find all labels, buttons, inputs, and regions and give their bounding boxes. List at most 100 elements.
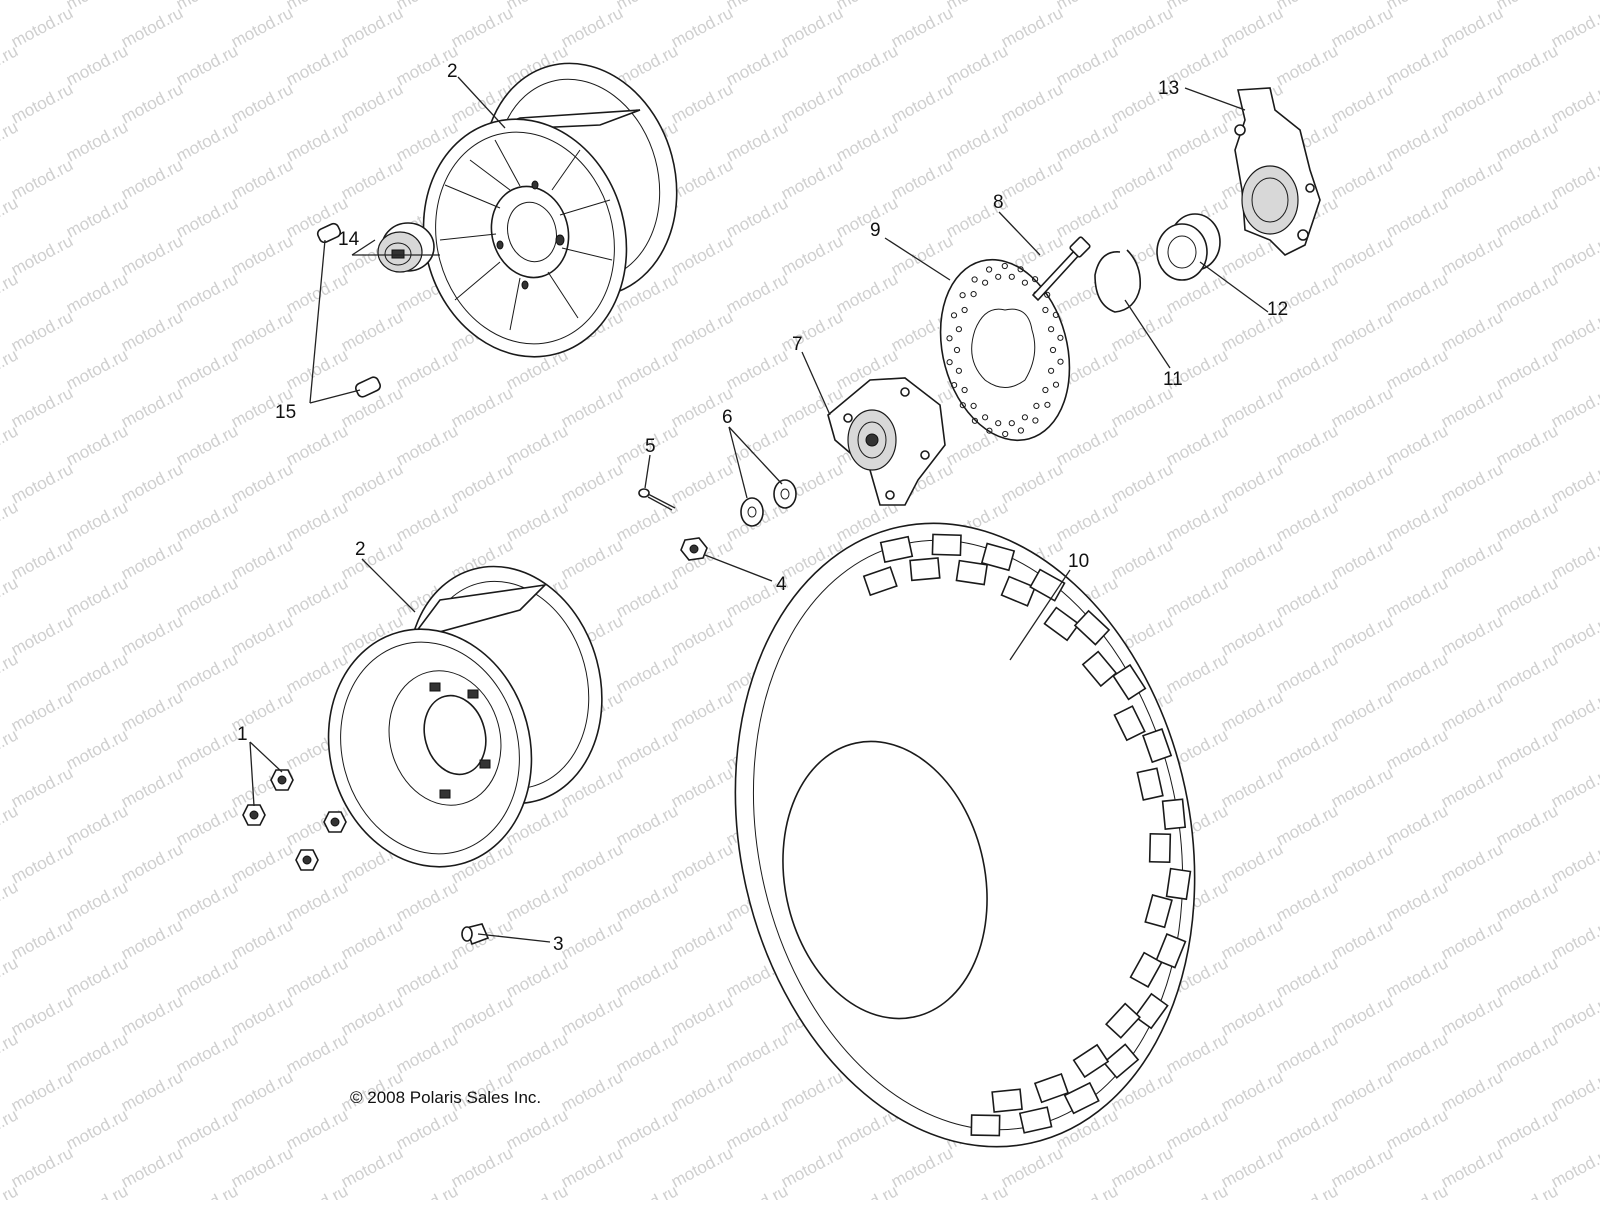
watermark-text: motod.ru <box>1328 459 1396 507</box>
watermark-text: motod.ru <box>283 41 351 89</box>
disc-hole <box>970 402 977 409</box>
watermark-text: motod.ru <box>8 991 76 1039</box>
watermark-text: motod.ru <box>558 991 626 1039</box>
watermark-text: motod.ru <box>8 307 76 355</box>
watermark-text: motod.ru <box>63 649 131 697</box>
disc-hole <box>946 335 953 342</box>
disc-hole <box>955 326 963 333</box>
watermark-text: motod.ru <box>173 269 241 317</box>
watermark-text: motod.ru <box>393 1181 461 1200</box>
watermark-text: motod.ru <box>448 991 516 1039</box>
watermark-text: motod.ru <box>778 307 846 355</box>
watermark-text: motod.ru <box>1163 497 1231 545</box>
watermark-text: motod.ru <box>118 687 186 735</box>
watermark-text: motod.ru <box>393 421 461 469</box>
watermark-text: motod.ru <box>393 1029 461 1077</box>
disc-hole <box>1049 346 1057 354</box>
watermark-text: motod.ru <box>1438 3 1506 51</box>
watermark-text: motod.ru <box>723 1181 791 1200</box>
watermark-text: motod.ru <box>1328 535 1396 583</box>
callout-3: 3 <box>553 934 564 955</box>
copyright-notice: © 2008 Polaris Sales Inc. <box>350 1088 542 1107</box>
watermark-text: motod.ru <box>118 3 186 51</box>
watermark-text: motod.ru <box>283 497 351 545</box>
watermark-text: motod.ru <box>943 117 1011 165</box>
watermark-text: motod.ru <box>1273 421 1341 469</box>
tread-block <box>1081 650 1118 688</box>
watermark-text: motod.ru <box>1493 801 1561 849</box>
watermark-text: motod.ru <box>613 953 681 1001</box>
watermark-text: motod.ru <box>118 763 186 811</box>
watermark-text: motod.ru <box>393 1105 461 1153</box>
disc-hole <box>986 266 993 273</box>
watermark-text: motod.ru <box>1438 383 1506 431</box>
watermark-text: motod.ru <box>1493 193 1561 241</box>
watermark-text: motod.ru <box>118 459 186 507</box>
watermark-text: motod.ru <box>1273 1181 1341 1200</box>
watermark-text: motod.ru <box>778 1067 846 1115</box>
callout-1: 1 <box>237 724 248 745</box>
tread-block <box>1043 606 1081 642</box>
watermark-text: motod.ru <box>613 877 681 925</box>
watermark-text: motod.ru <box>1493 421 1561 469</box>
watermark-text: motod.ru <box>1273 345 1341 393</box>
tread-block <box>862 566 898 597</box>
tread-block <box>1165 867 1192 901</box>
watermark-text: motod.ru <box>1548 459 1600 507</box>
watermark-text: motod.ru <box>1053 0 1121 14</box>
watermark-text: motod.ru <box>228 991 296 1039</box>
watermark-text: motod.ru <box>1053 193 1121 241</box>
watermark-text: motod.ru <box>1493 1181 1561 1200</box>
watermark-text: motod.ru <box>338 307 406 355</box>
disc-hole <box>982 279 989 286</box>
disc-hole <box>986 427 993 434</box>
watermark-text: motod.ru <box>613 649 681 697</box>
washers <box>740 479 797 527</box>
watermark-text: motod.ru <box>833 193 901 241</box>
watermark-text: motod.ru <box>63 117 131 165</box>
callout-12: 12 <box>1267 299 1288 320</box>
watermark-text: motod.ru <box>778 3 846 51</box>
watermark-text: motod.ru <box>503 497 571 545</box>
disc-hole <box>1021 414 1029 421</box>
watermark-text: motod.ru <box>173 1105 241 1153</box>
watermark-text: motod.ru <box>1328 915 1396 963</box>
watermark-text: motod.ru <box>888 79 956 127</box>
tread-block <box>1000 575 1037 607</box>
leader-lines <box>249 76 1269 943</box>
watermark-text: motod.ru <box>1383 193 1451 241</box>
watermark-text: motod.ru <box>503 953 571 1001</box>
watermark-text: motod.ru <box>393 0 461 14</box>
watermark-text: motod.ru <box>613 345 681 393</box>
watermark-text: motod.ru <box>1108 3 1176 51</box>
watermark-text: motod.ru <box>173 117 241 165</box>
bolt <box>1031 236 1091 302</box>
watermark-text: motod.ru <box>1328 763 1396 811</box>
tread-block <box>931 533 962 557</box>
callout-14: 14 <box>338 229 360 250</box>
watermark-text: motod.ru <box>833 1181 901 1200</box>
callout-9: 9 <box>870 220 881 241</box>
tread-block <box>955 559 989 586</box>
tread-block <box>1102 1043 1140 1079</box>
watermark-text: motod.ru <box>63 0 131 14</box>
watermark-text: motod.ru <box>8 1067 76 1115</box>
watermark-text: motod.ru <box>1163 1105 1231 1153</box>
watermark-text: motod.ru <box>723 117 791 165</box>
watermark-text: motod.ru <box>1383 345 1451 393</box>
watermark-text: motod.ru <box>613 801 681 849</box>
watermark-text: motod.ru <box>1218 3 1286 51</box>
watermark-text: motod.ru <box>1218 535 1286 583</box>
tread-block <box>1142 728 1173 764</box>
watermark-text: motod.ru <box>118 915 186 963</box>
watermark-text: motod.ru <box>448 3 516 51</box>
disc-hole <box>1042 306 1049 314</box>
valve-stem-lower <box>355 376 381 398</box>
watermark-text: motod.ru <box>173 1029 241 1077</box>
watermark-text: motod.ru <box>558 459 626 507</box>
watermark-text: motod.ru <box>338 459 406 507</box>
watermark-text: motod.ru <box>1548 1143 1600 1191</box>
disc-hole <box>982 414 989 421</box>
watermark-text: motod.ru <box>668 3 736 51</box>
watermark-text: motod.ru <box>1273 0 1341 14</box>
